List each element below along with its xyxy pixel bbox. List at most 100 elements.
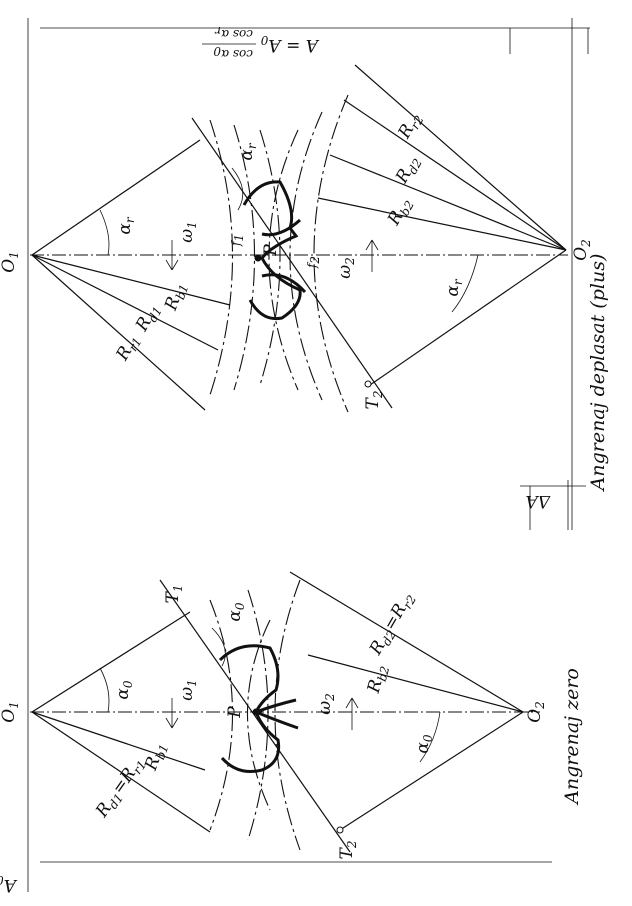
svg-text:α0: α0 [413,734,435,753]
shifted-w1-sub: 1 [185,221,199,229]
svg-text:Rb2: Rb2 [383,194,417,230]
zero-gear-pair [30,571,540,853]
zero-rd1-eq-sub: r1 [130,758,149,777]
zero-w2: ω [315,701,335,715]
zero-rd2-sub: d2 [379,628,399,648]
svg-text:ω1: ω1 [177,679,199,701]
dimension-a0: A0 [0,873,18,895]
zero-rb2-sub: b2 [375,665,392,683]
zero-alpha-bottom: α [413,742,433,754]
shifted-gear-pair [30,64,568,413]
shifted-o2-sub: 2 [579,239,593,248]
zero-labels: O1 O2 T1 T2 P Rd1=Rr1 Rb1 Rd2=Rr2 Rb2 ω1… [0,585,547,860]
svg-text:f1: f1 [229,234,246,247]
zero-rb1: R [141,754,165,774]
svg-text:cos αr: cos αr [214,24,253,41]
shifted-w1: ω [177,229,197,243]
shifted-f1: f [229,239,243,247]
svg-text:α0: α0 [225,602,247,621]
svg-text:O1: O1 [0,701,21,723]
zero-alpha-bottom-sub: 0 [421,734,435,742]
shifted-o1-sub: 1 [7,251,21,259]
svg-text:ω2: ω2 [315,693,337,715]
svg-text:ω1: ω1 [177,221,199,243]
a0-sub: 0 [0,873,4,887]
zero-p: P [225,706,245,719]
shifted-alpha-top: α [115,223,135,235]
svg-text:Rb1: Rb1 [161,280,192,315]
shifted-rb1-sub: b1 [173,282,191,301]
zero-t2-sub: 2 [345,841,359,850]
shifted-labels: O1 O2 T2 P Rr1 Rd1 Rb1 Rr2 Rd2 Rb2 ω1 ω2… [0,109,593,410]
svg-text:αr: αr [237,142,259,160]
svg-text:Rd2=Rr2: Rd2=Rr2 [365,589,419,660]
shifted-w2: ω [335,265,355,279]
zero-alpha-t1: α [225,610,245,622]
zero-rb2: R [364,677,387,696]
svg-text:Rb1: Rb1 [141,740,172,775]
shifted-f2: f [305,261,319,269]
shifted-rd2-sub: d2 [405,156,425,176]
formula-den-sub: r [214,24,221,38]
svg-text:Rr2: Rr2 [394,109,427,144]
shifted-alpha-bottom-sub: r [451,278,465,285]
svg-text:f2: f2 [305,256,322,269]
zero-w1: ω [177,687,197,701]
svg-text:Rd1: Rd1 [131,300,165,336]
zero-o2-sub: 2 [533,701,547,710]
formula-lhs: A = A [268,35,320,55]
a0-label: A [4,875,18,895]
zero-alpha-top-sub: 0 [121,680,135,688]
svg-text:O2: O2 [571,239,593,261]
zero-t1-sub: 1 [171,585,185,593]
shifted-rr2-sub: r2 [408,113,427,132]
frame-lines [27,18,590,892]
zero-alpha-t1-sub: 0 [233,602,247,610]
zero-t2: T [337,846,357,859]
shifted-alpha-t1: α [237,149,257,161]
formula-num: cos α [221,47,253,61]
caption-shifted-text: Angrenaj deplasat (plus) [587,254,609,493]
svg-text:T1: T1 [163,585,185,604]
zero-rb1-sub: b1 [153,742,171,761]
svg-text:α0: α0 [113,680,135,699]
svg-text:ω2: ω2 [335,257,357,279]
zero-w2-sub: 2 [323,693,337,702]
zero-w1-sub: 1 [185,679,199,687]
zero-t1: T [163,590,183,603]
delta-a-label: ΔA [525,491,551,511]
svg-text:Rd1=Rr1: Rd1=Rr1 [91,753,149,823]
shifted-rb2-sub: b2 [397,198,417,218]
shifted-p: P [261,244,281,257]
shifted-t2: T [363,396,383,409]
zero-o1: O [0,709,19,723]
zero-o1-sub: 1 [7,701,21,709]
formula-lhs-sub: 0 [260,33,268,47]
caption-zero: Angrenaj zero [561,668,583,806]
shifted-alpha-bottom: α [443,285,463,297]
svg-text:Rr1: Rr1 [112,331,145,366]
shifted-w2-sub: 2 [343,257,357,266]
svg-text:T2: T2 [363,391,385,410]
shifted-rr1-sub: r1 [126,335,145,354]
shifted-t2-sub: 2 [371,391,385,400]
shifted-alpha-t1-sub: r [245,142,259,149]
svg-text:T2: T2 [337,841,359,860]
zero-rd2-eq-sub: r2 [400,593,419,612]
caption-shifted: Angrenaj deplasat (plus) [587,254,609,493]
svg-text:Rd2: Rd2 [391,152,425,188]
svg-text:A0: A0 [0,873,18,895]
shifted-rb1: R [161,294,185,314]
zero-o2: O [525,709,545,723]
shifted-alpha-top-sub: r [123,216,137,223]
svg-text:A = A0: A = A0 [260,33,320,55]
center-distance-formula: A = A0 cos α0 cos αr [202,24,320,61]
shifted-f2-sub: 2 [308,256,322,265]
formula-den: cos α [221,27,253,41]
svg-text:O2: O2 [525,701,547,723]
svg-text:αr: αr [443,278,465,296]
dimension-delta-a: ΔA [525,491,551,511]
svg-text:cos α0: cos α0 [213,44,253,61]
svg-text:Rb2: Rb2 [364,663,393,697]
